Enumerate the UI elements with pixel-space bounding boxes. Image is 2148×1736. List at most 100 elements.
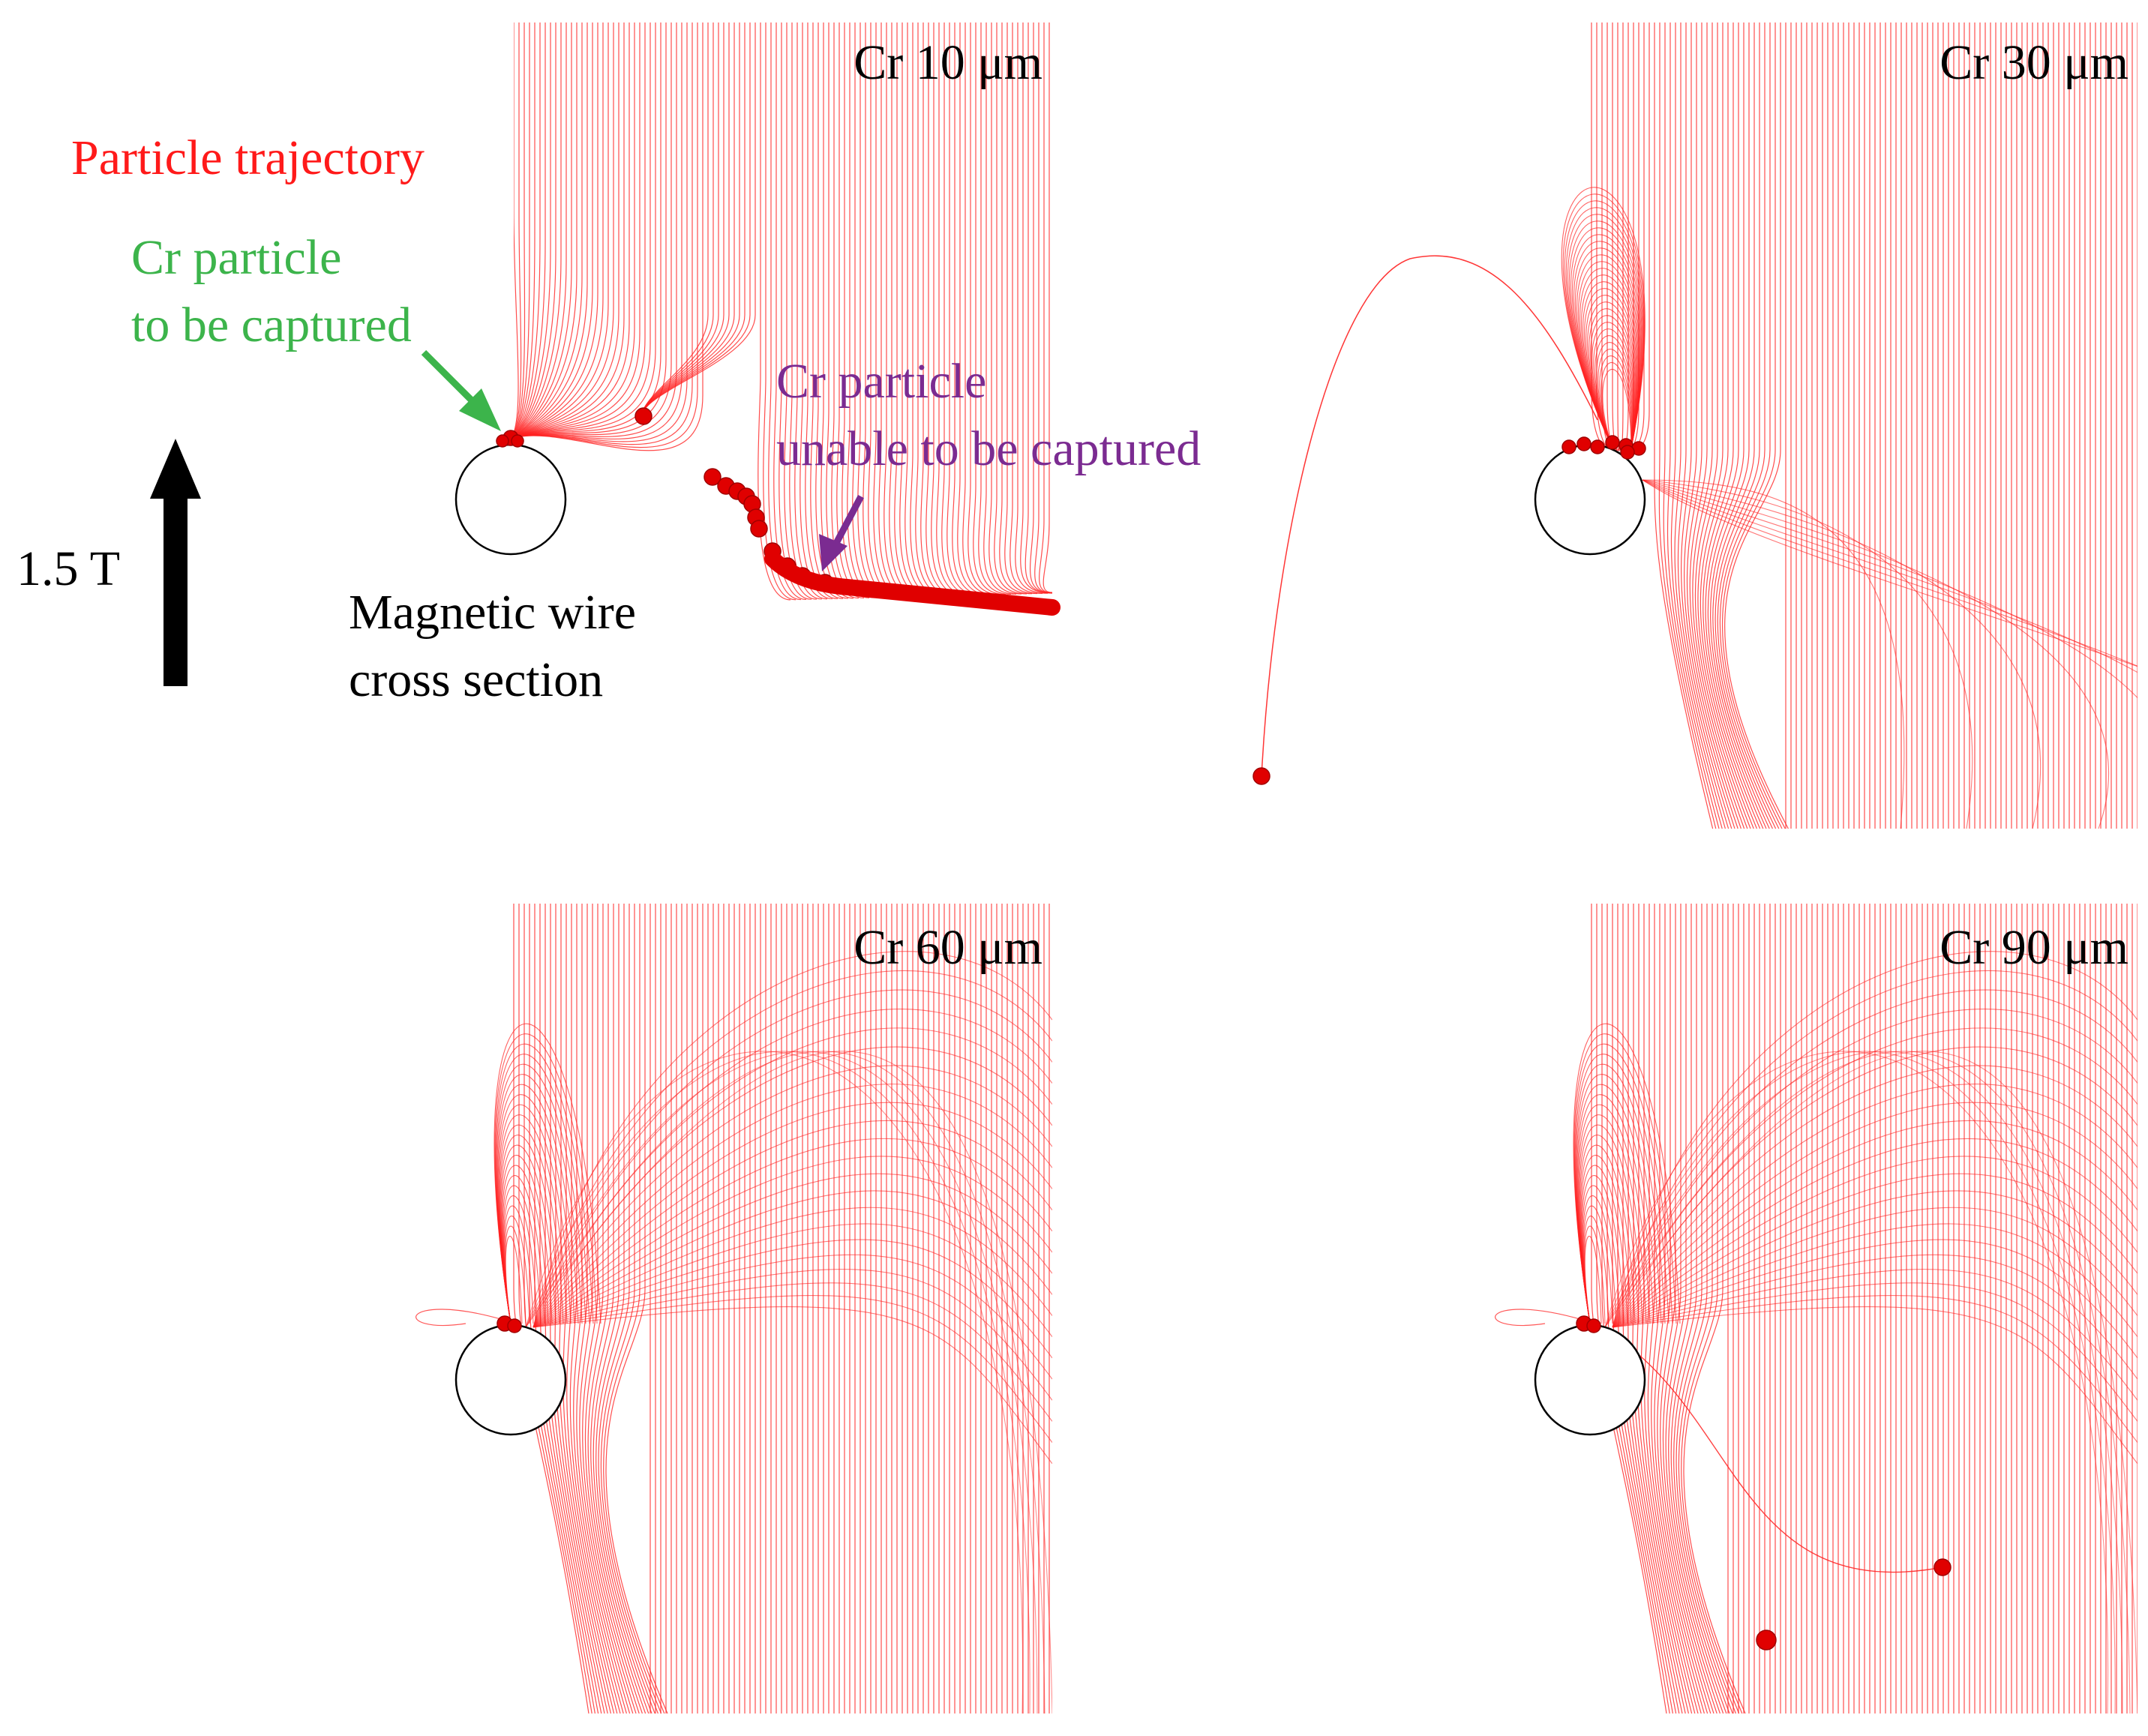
- trajectory-arc: [532, 1269, 1052, 1401]
- trajectory-line: [784, 22, 818, 600]
- trajectory-line: [1654, 904, 1712, 1714]
- trajectory-lines-cr-60um: [416, 904, 1052, 1714]
- trajectory-line: [1015, 22, 1048, 594]
- trajectory-line: [968, 22, 1001, 595]
- trajectory-line: [1670, 904, 1730, 1714]
- trajectory-line: [514, 22, 682, 440]
- panel-cr-30um: Cr 30 μm: [1252, 22, 2138, 829]
- trajectory-arc: [1612, 1269, 2138, 1401]
- trajectory-line: [1670, 22, 1726, 829]
- trajectory-line: [763, 22, 796, 601]
- trajectory-loop: [1578, 1114, 1647, 1324]
- trajectory-loop: [1602, 369, 1632, 449]
- magnetic-wire-label-line2: cross section: [349, 652, 603, 707]
- trajectory-line: [1010, 22, 1043, 594]
- trajectory-line: [514, 22, 572, 437]
- trajectory-line: [794, 22, 828, 600]
- trajectory-line: [1678, 904, 1740, 1714]
- particles-cr-90um: [1576, 1315, 1952, 1651]
- trajectory-arc: [1642, 479, 2138, 667]
- trajectory-line: [1724, 22, 1789, 829]
- trajectory-arc: [532, 1009, 1052, 1328]
- trajectory-line: [1684, 22, 1738, 829]
- trajectory-lines-cr-30um: [1261, 22, 2138, 829]
- trajectory-line: [988, 22, 1022, 595]
- trajectory-line: [640, 22, 719, 417]
- trajectory-line: [1004, 22, 1038, 595]
- particle-dot: [1756, 1630, 1777, 1651]
- trajectory-line: [1714, 22, 1777, 829]
- trajectory-line: [514, 22, 662, 439]
- trajectory-line: [514, 22, 604, 438]
- trajectory-line: [957, 22, 991, 595]
- trajectory-line: [514, 22, 567, 437]
- trajectory-arc: [1612, 1254, 2138, 1380]
- trajectory-loop: [1574, 1033, 1677, 1324]
- particle-dot: [1586, 1318, 1601, 1333]
- trajectory-line: [605, 904, 668, 1714]
- particle-dot: [1620, 445, 1635, 460]
- particles-cr-10um: [496, 407, 1060, 616]
- trajectory-line: [514, 22, 546, 436]
- trajectory-line: [514, 22, 667, 439]
- trajectory-line: [514, 22, 635, 439]
- particle-dot: [1590, 439, 1605, 454]
- trajectory-loop: [1600, 362, 1632, 449]
- trajectory-line: [1712, 22, 1773, 829]
- trajectory-arc: [1612, 1223, 2138, 1338]
- trajectory-curl: [1495, 1309, 1583, 1327]
- magnetic-wire-circle: [454, 443, 567, 556]
- trajectory-line: [962, 22, 996, 595]
- trajectory-loop: [1598, 349, 1633, 449]
- trajectory-line: [1700, 22, 1757, 829]
- trajectory-arc: [532, 1173, 1052, 1328]
- trajectory-line: [1024, 22, 1052, 594]
- trajectory-line: [983, 22, 1017, 595]
- trajectory-loop: [1576, 1074, 1662, 1324]
- trajectory-loop: [1586, 295, 1636, 449]
- trajectory-line: [978, 22, 1012, 595]
- trajectory-loop: [1574, 247, 1640, 449]
- trajectory-line: [1697, 22, 1754, 829]
- trajectory-line: [1668, 904, 1727, 1714]
- trajectory-arc: [1612, 1190, 2138, 1328]
- trajectory-line: [1042, 22, 1052, 593]
- particle-dot: [750, 520, 768, 538]
- trajectory-arc: [525, 1051, 1046, 1714]
- trajectory-line: [1601, 22, 1617, 451]
- trajectory-line: [514, 22, 614, 438]
- trajectory-line: [514, 22, 620, 438]
- trajectory-arc: [1642, 479, 2042, 829]
- trajectory-arc: [532, 951, 1052, 1328]
- trajectory-line: [1721, 22, 1786, 829]
- trajectory-line: [573, 904, 631, 1714]
- trajectory-arc: [1604, 1051, 2109, 1714]
- trajectory-line: [514, 22, 551, 437]
- magnetic-wire-label-line1: Magnetic wire: [349, 585, 636, 640]
- trajectory-line: [514, 22, 562, 437]
- captured-particle-label-line1: Cr particle: [131, 230, 341, 285]
- trajectory-arc: [532, 1120, 1052, 1328]
- trajectory-arc: [1612, 1120, 2138, 1328]
- trajectory-line: [514, 22, 646, 439]
- trajectory-arc: [1612, 1138, 2138, 1328]
- particle-dot: [704, 468, 722, 486]
- trajectory-arc: [532, 1282, 1052, 1422]
- trajectory-line: [1657, 904, 1714, 1714]
- trajectory-arc: [532, 1065, 1052, 1328]
- trajectory-line: [1717, 22, 1780, 829]
- trajectory-arc: [1642, 479, 2138, 673]
- trajectory-loop: [1564, 200, 1645, 449]
- trajectory-line: [598, 904, 658, 1714]
- captured-particle-label-line2: to be captured: [131, 298, 412, 352]
- trajectory-loop: [1571, 234, 1642, 449]
- trajectory-line: [973, 22, 1006, 595]
- trajectory-line: [514, 22, 556, 437]
- trajectory-loop: [1565, 207, 1644, 449]
- trajectory-arc: [1612, 1295, 2138, 1443]
- trajectory-loop: [1573, 241, 1641, 449]
- trajectory-line: [590, 904, 650, 1714]
- particle-dot: [1605, 435, 1620, 450]
- trajectory-line: [1677, 22, 1732, 829]
- trajectory-arc: [1642, 479, 2138, 667]
